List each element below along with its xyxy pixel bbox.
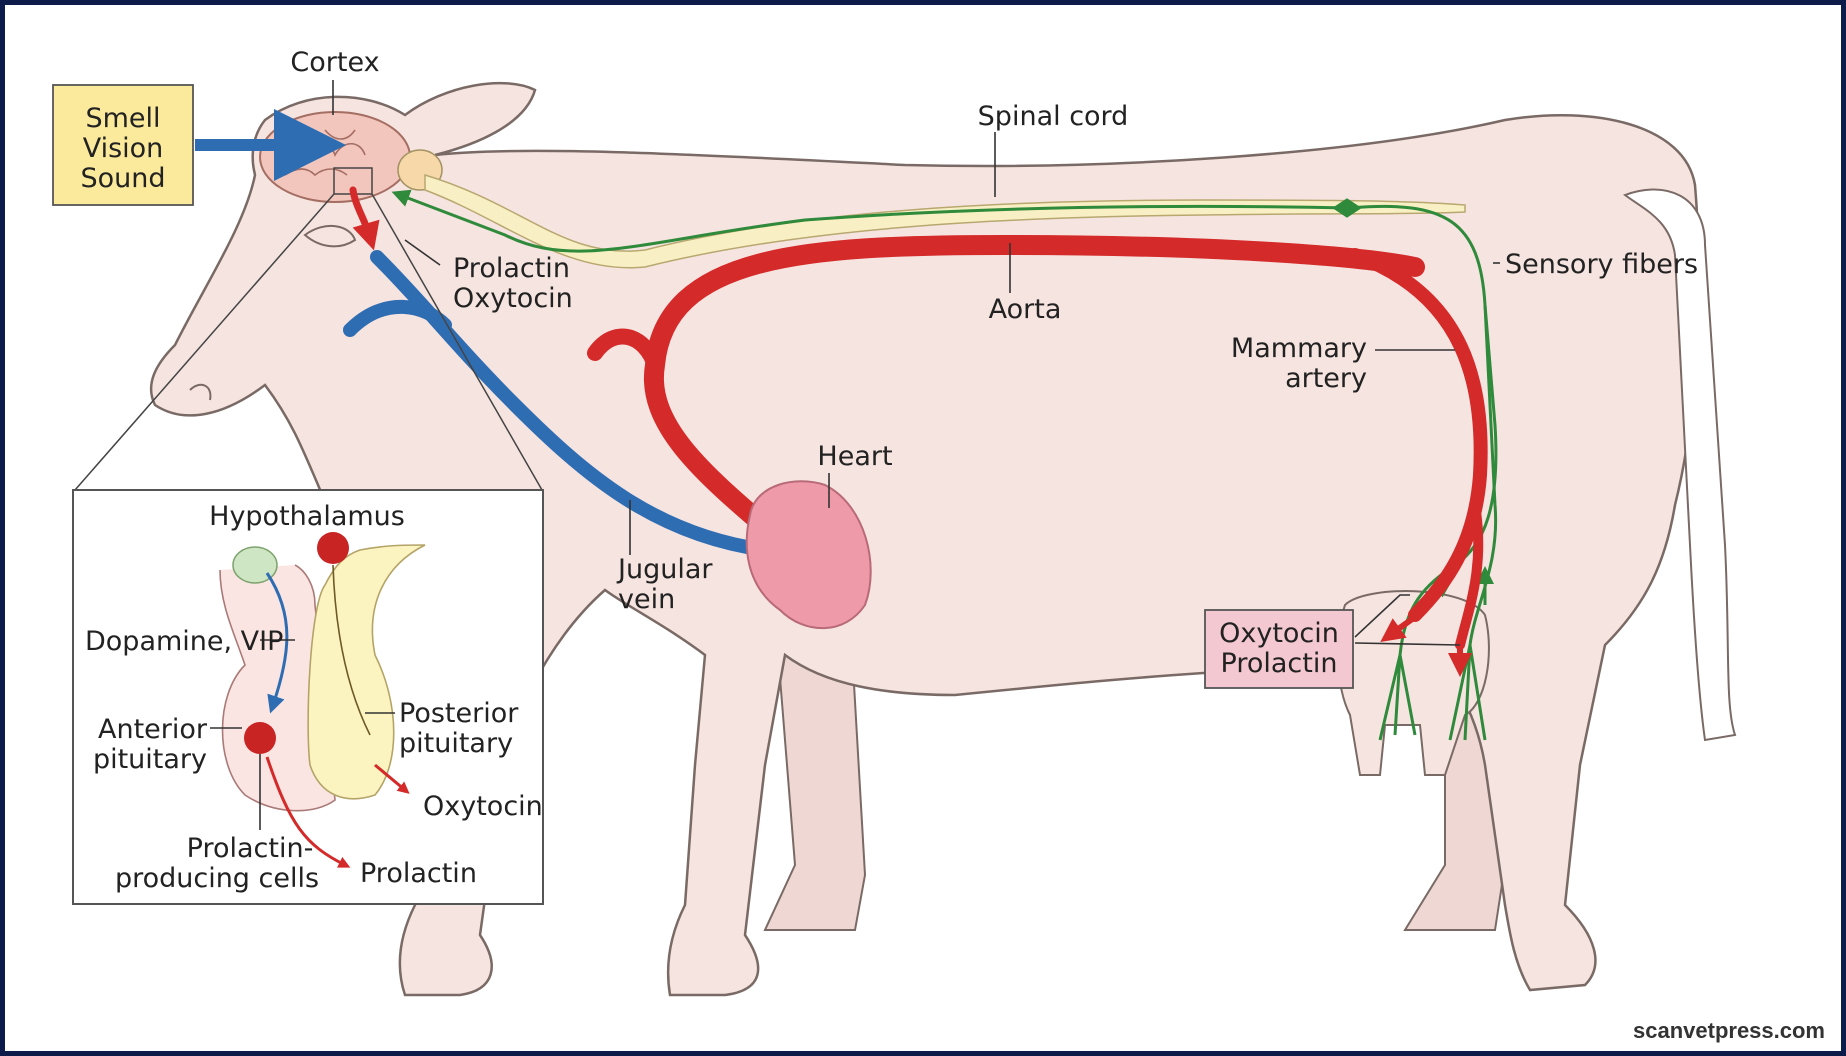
label-cortex: Cortex [290,47,379,78]
label-producing-cells: producing cells [115,863,319,894]
label-posterior: Posterior [399,698,519,729]
stimulus-box [52,84,194,206]
cow-hormone-diagram: Smell Vision Sound Cortex Spinal cord Pr… [52,47,1825,1043]
label-spinal-cord: Spinal cord [978,101,1129,132]
zoom-line-right [371,193,543,491]
label-artery: artery [1285,363,1367,394]
spinal-cord-shape [424,173,1466,269]
label-aorta: Aorta [989,294,1062,325]
jugular-vein [343,250,772,557]
label-inset-prolactin: Prolactin [360,858,477,889]
arteries [349,186,1488,677]
label-heart: Heart [817,441,892,472]
stimulus-smell: Smell [85,103,160,134]
sensory-fibers [391,189,1498,741]
label-anterior: Anterior [98,714,208,745]
label-sensory-fibers: Sensory fibers [1505,249,1698,280]
udder-hormone-box [1204,609,1354,689]
label-udder-prolactin: Prolactin [1221,648,1338,679]
zoom-line-left [74,193,335,491]
label-pituitary-anterior: pituitary [93,744,207,775]
label-prolactin-producing: Prolactin- [187,833,314,864]
label-dopamine-vip: Dopamine, VIP [85,626,283,657]
label-prolactin: Prolactin [453,253,570,284]
credit-text: scanvetpress.com [1633,1018,1825,1043]
diagram-frame: Smell Vision Sound Cortex Spinal cord Pr… [5,5,1841,1051]
label-udder-oxytocin: Oxytocin [1219,618,1339,649]
label-inset-oxytocin: Oxytocin [423,791,543,822]
label-hypothalamus: Hypothalamus [209,501,405,532]
label-pituitary-posterior: pituitary [399,728,513,759]
cow-body [149,81,1737,997]
leader-lines [210,80,1500,830]
heart-shape [745,480,872,630]
label-jugular: Jugular [616,554,713,585]
stimulus-sound: Sound [80,163,165,194]
stimulus-vision: Vision [83,133,164,164]
pituitary-inset [72,489,544,905]
label-mammary: Mammary [1231,333,1367,364]
label-oxytocin: Oxytocin [453,283,573,314]
label-vein: vein [618,584,675,615]
